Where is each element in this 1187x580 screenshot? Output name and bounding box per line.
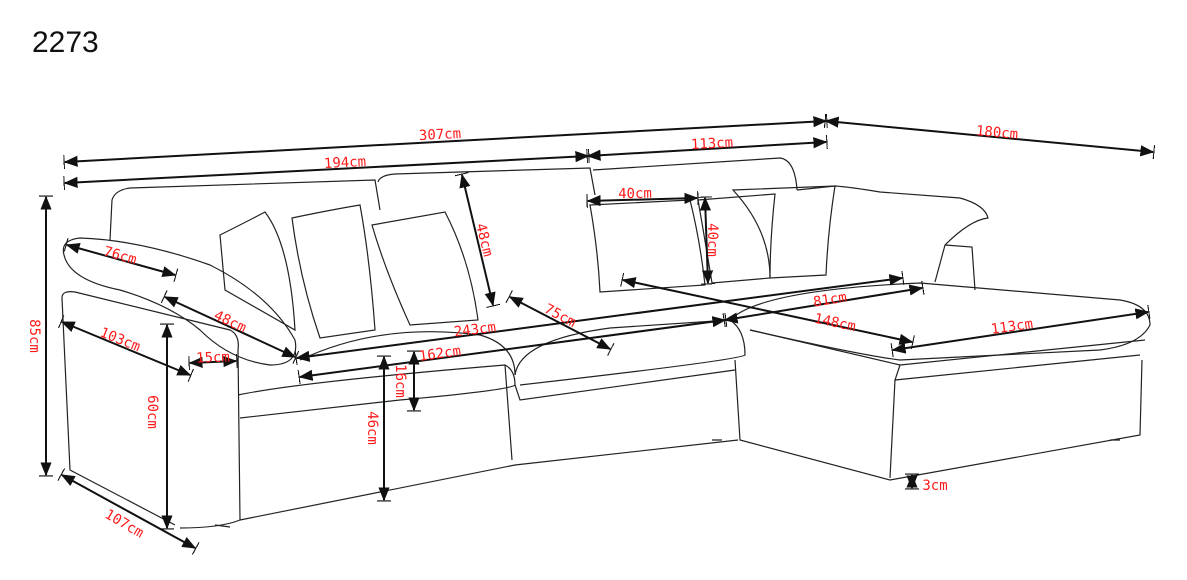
chaise-width-top-dimension-line bbox=[588, 142, 826, 156]
back-cushion-height-label: 48cm bbox=[472, 222, 496, 259]
chaise-depth-top-dimension-line bbox=[826, 121, 1153, 152]
dimension-lines bbox=[46, 121, 1153, 548]
total-height-label: 85cm bbox=[26, 319, 42, 353]
seat-width-label: 162cm bbox=[418, 343, 462, 365]
total-length-label: 307cm bbox=[419, 126, 462, 144]
chaise-width-bottom-dimension-line bbox=[893, 312, 1148, 350]
sofa-length-dimension-line bbox=[65, 156, 588, 183]
chaise-seat-length-label: 148cm bbox=[813, 311, 858, 335]
chaise-seat-length-dimension-line bbox=[623, 280, 912, 342]
armrest-pillow-length-label: 76cm bbox=[102, 244, 139, 269]
seat-width-chaise-label: 81cm bbox=[812, 289, 848, 310]
cushion-thickness-label: 16cm bbox=[392, 364, 408, 398]
chaise-width-bottom-label: 113cm bbox=[990, 316, 1034, 338]
pillow-height-dimension-line bbox=[705, 198, 708, 283]
seat-width-dimension-line bbox=[300, 320, 725, 377]
arm-length-label: 103cm bbox=[97, 325, 142, 356]
arm-width-dimension-line bbox=[190, 361, 236, 363]
seat-depth-label: 75cm bbox=[541, 301, 578, 331]
sofa-length-label: 194cm bbox=[324, 154, 367, 172]
total-depth-dimension-line bbox=[62, 475, 195, 548]
seat-height-label: 46cm bbox=[364, 411, 380, 445]
chaise-width-top-label: 113cm bbox=[691, 135, 734, 153]
pillow-height-label: 40cm bbox=[704, 223, 720, 257]
total-depth-label: 107cm bbox=[102, 507, 147, 542]
chaise-depth-top-label: 180cm bbox=[975, 123, 1018, 143]
armrest-pillow-length-dimension-line bbox=[67, 245, 175, 275]
pillow-width-label: 40cm bbox=[618, 186, 652, 203]
arm-height-label: 60cm bbox=[144, 395, 160, 429]
leg-height-label: 3cm bbox=[922, 478, 947, 494]
pillow-width-dimension-line bbox=[588, 198, 697, 201]
sofa-outline bbox=[61, 157, 1151, 529]
model-number: 2273 bbox=[32, 26, 99, 59]
armrest-pillow-width-label: 48cm bbox=[211, 308, 248, 337]
arm-width-label: 15cm bbox=[196, 349, 230, 366]
armrest-pillow-width-dimension-line bbox=[165, 297, 295, 357]
seat-total-width-label: 243cm bbox=[453, 319, 497, 340]
